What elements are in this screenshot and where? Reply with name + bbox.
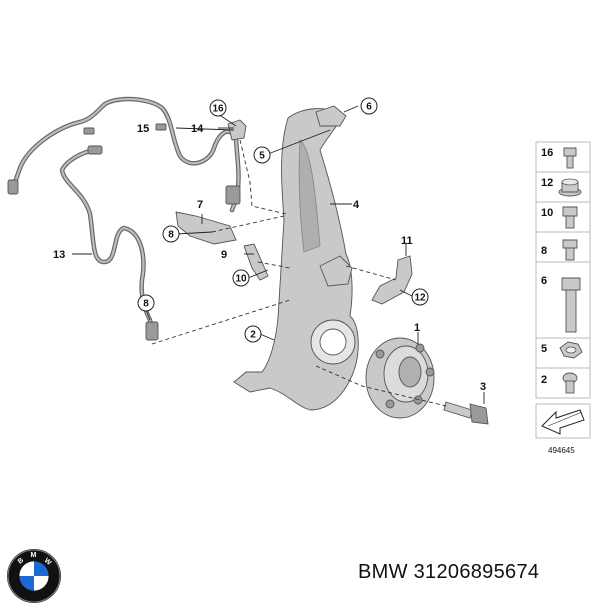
legend-row-2: 2 bbox=[535, 367, 591, 399]
svg-text:2: 2 bbox=[541, 374, 547, 386]
hub-bolt-3 bbox=[443, 401, 489, 425]
callout-14: 14 bbox=[191, 123, 204, 135]
svg-text:16: 16 bbox=[541, 147, 553, 159]
svg-text:8: 8 bbox=[168, 230, 174, 241]
svg-text:2: 2 bbox=[250, 330, 256, 341]
reference-number: 494645 bbox=[548, 446, 575, 455]
bracket-11 bbox=[371, 255, 413, 305]
svg-text:8: 8 bbox=[541, 245, 547, 257]
svg-text:16: 16 bbox=[212, 104, 224, 115]
svg-text:12: 12 bbox=[541, 177, 553, 189]
svg-text:8: 8 bbox=[143, 299, 149, 310]
legend-row-arrow bbox=[535, 403, 591, 439]
callout-6: 6 bbox=[360, 97, 378, 115]
part-number: BMW 31206895674 bbox=[358, 561, 540, 583]
callout-13: 13 bbox=[53, 249, 65, 261]
bolt-icon bbox=[562, 206, 578, 229]
callout-11: 11 bbox=[401, 235, 413, 247]
svg-text:12: 12 bbox=[414, 293, 426, 304]
callout-4: 4 bbox=[353, 199, 360, 211]
svg-text:M: M bbox=[31, 552, 37, 559]
callout-7: 7 bbox=[197, 199, 203, 211]
legend-row-6: 6 bbox=[535, 261, 591, 339]
leader-lines bbox=[72, 105, 485, 407]
long-bolt-icon bbox=[561, 277, 581, 333]
svg-text:5: 5 bbox=[259, 151, 265, 162]
legend-row-12: 12 bbox=[535, 171, 591, 203]
svg-text:W: W bbox=[43, 557, 53, 567]
svg-text:10: 10 bbox=[541, 207, 553, 219]
callout-8-upper: 8 bbox=[162, 225, 180, 243]
bolt-icon bbox=[563, 147, 577, 169]
torx-bolt-icon bbox=[562, 372, 578, 394]
callout-12: 12 bbox=[411, 288, 429, 306]
callout-5: 5 bbox=[253, 146, 271, 164]
callout-8-lower: 8 bbox=[137, 294, 155, 312]
svg-text:5: 5 bbox=[541, 343, 547, 355]
callout-15: 15 bbox=[137, 123, 149, 135]
legend-row-16: 16 bbox=[535, 141, 591, 173]
callout-16: 16 bbox=[209, 99, 227, 117]
legend-row-5: 5 bbox=[535, 337, 591, 369]
flange-nut-icon bbox=[558, 178, 582, 197]
callout-9: 9 bbox=[221, 249, 227, 261]
callout-3: 3 bbox=[480, 381, 486, 393]
sensor-bracket-7 bbox=[175, 211, 237, 245]
legend-row-8: 8 bbox=[535, 231, 591, 263]
svg-text:6: 6 bbox=[366, 102, 372, 113]
parts-legend-table: 16 12 10 8 bbox=[535, 141, 591, 439]
bolt-icon bbox=[562, 239, 578, 261]
svg-text:10: 10 bbox=[235, 274, 247, 285]
steering-knuckle-4 bbox=[233, 105, 359, 411]
nut-icon bbox=[559, 341, 583, 359]
arrow-icon bbox=[541, 409, 585, 435]
legend-row-10: 10 bbox=[535, 201, 591, 233]
callout-1: 1 bbox=[414, 322, 420, 334]
callout-10: 10 bbox=[232, 269, 250, 287]
cable-bracket-14 bbox=[227, 119, 247, 141]
holder-9 bbox=[243, 243, 269, 281]
callout-2: 2 bbox=[244, 325, 262, 343]
svg-text:B: B bbox=[17, 557, 25, 566]
bmw-logo-icon: B M W bbox=[7, 549, 61, 603]
svg-text:6: 6 bbox=[541, 275, 547, 287]
wheel-hub-1 bbox=[365, 337, 435, 419]
